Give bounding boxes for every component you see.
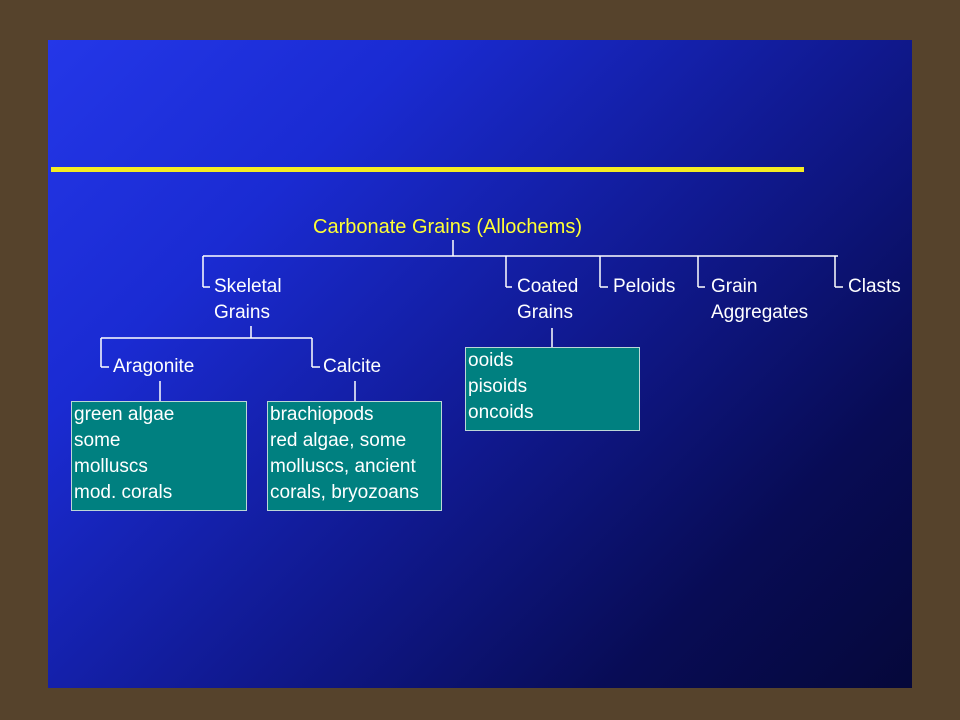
skeletal-grains-label: Skeletal Grains [214, 274, 282, 326]
aragonite-label: Aragonite [113, 356, 195, 377]
aragonite-example: some [74, 430, 121, 451]
grain-aggregates-line-2: Aggregates [711, 302, 809, 323]
grain-aggregates-line-1: Grain [711, 276, 758, 297]
title-rule [51, 167, 804, 172]
coated-grains-line-2: Grains [517, 302, 573, 323]
slide: Carbonate Grains (Allochems) [48, 40, 912, 688]
calcite-example: brachiopods [270, 404, 374, 425]
skeletal-grains-line-2: Grains [214, 302, 270, 323]
coated-grains-label: Coated Grains [517, 274, 578, 326]
aragonite-examples-box: green algae some molluscs mod. corals [71, 401, 247, 511]
peloids-label: Peloids [613, 276, 676, 297]
coated-grains-line-1: Coated [517, 276, 579, 297]
calcite-label: Calcite [323, 356, 382, 377]
skeletal-grains-line-1: Skeletal [214, 276, 282, 297]
calcite-example: red algae, some [270, 430, 407, 451]
grain-aggregates-label: Grain Aggregates [711, 274, 808, 326]
calcite-example: molluscs, ancient [270, 456, 416, 477]
coated-grain-example: pisoids [468, 376, 528, 397]
calcite-examples-box: brachiopods red algae, some molluscs, an… [267, 401, 442, 511]
aragonite-example: green algae [74, 404, 175, 425]
aragonite-example: mod. corals [74, 482, 173, 503]
connector-lines [100, 240, 843, 401]
clasts-label: Clasts [848, 276, 901, 297]
coated-grain-example: ooids [468, 350, 514, 371]
coated-grains-examples-box: ooids pisoids oncoids [465, 347, 640, 431]
aragonite-example: molluscs [74, 456, 148, 477]
diagram-title: Carbonate Grains (Allochems) [313, 216, 582, 238]
coated-grain-example: oncoids [468, 402, 534, 423]
calcite-example: corals, bryozoans [270, 482, 419, 503]
